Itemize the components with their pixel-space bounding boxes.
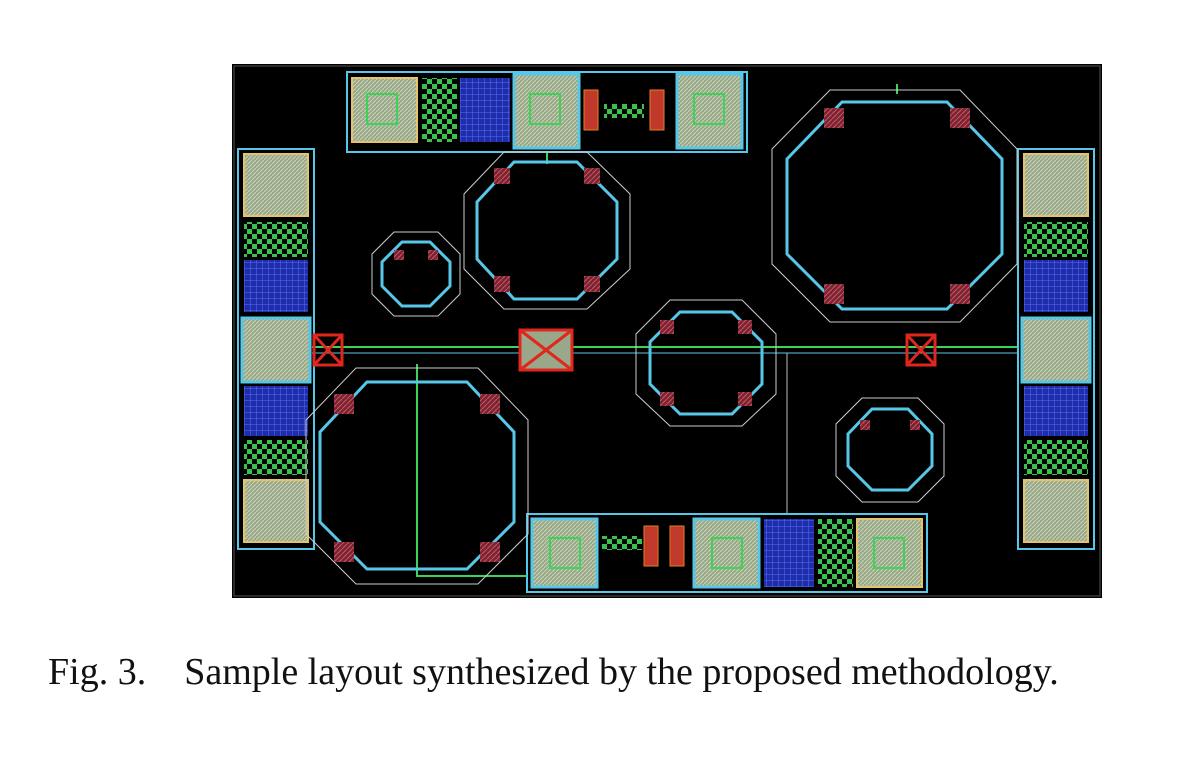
inductor-small-left bbox=[380, 240, 452, 308]
inductor-large-right bbox=[785, 100, 1004, 311]
via-left bbox=[312, 333, 344, 367]
layout-drawing bbox=[233, 65, 1101, 597]
inductor-small-right bbox=[846, 407, 934, 492]
signal-bus bbox=[312, 84, 1017, 577]
layout-figure bbox=[232, 64, 1102, 598]
layout-border bbox=[233, 65, 1101, 597]
figure-caption-text: Sample layout synthesized by the propose… bbox=[184, 651, 1059, 693]
figure-caption: Fig. 3. Sample layout synthesized by the … bbox=[48, 650, 1059, 694]
bottom-pad-strip bbox=[526, 513, 928, 593]
left-pad-column bbox=[237, 148, 315, 550]
via-contacts bbox=[312, 328, 937, 372]
inductor-corner-hatches bbox=[334, 108, 970, 562]
via-right bbox=[905, 333, 937, 367]
via-center bbox=[518, 328, 574, 372]
right-pad-column bbox=[1017, 148, 1095, 550]
top-pad-strip bbox=[346, 71, 748, 153]
figure-label: Fig. 3. bbox=[48, 651, 147, 693]
